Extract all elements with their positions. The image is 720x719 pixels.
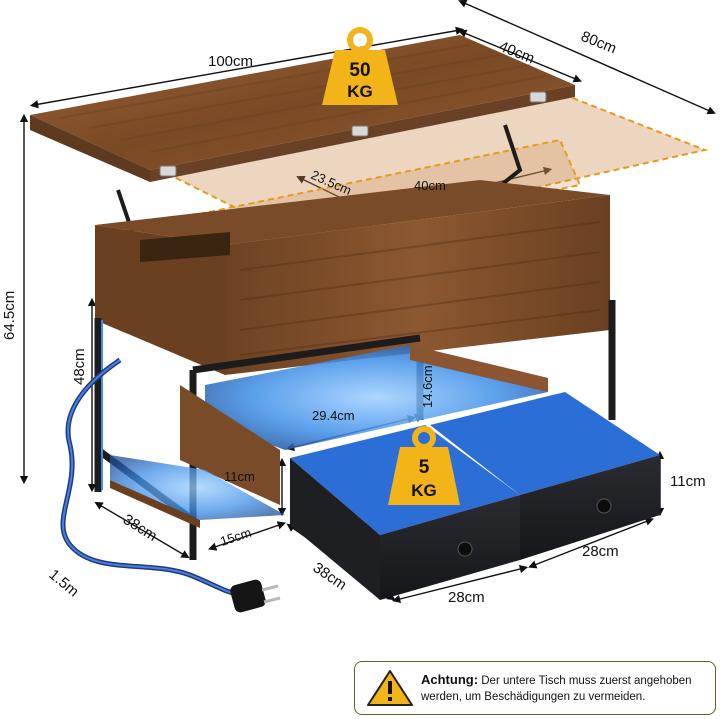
weight-badge-drawer: 5 KG	[388, 426, 460, 505]
dim-shelf-width: 29.4cm	[312, 408, 355, 423]
top-weight-value: 50	[349, 60, 370, 81]
power-plug	[230, 579, 281, 613]
dim-drawer-height-right: 11cm	[670, 473, 706, 490]
weight-badge-top: 50 KG	[322, 27, 398, 105]
dim-drawer-width-1: 28cm	[448, 589, 485, 606]
power-cable	[60, 357, 241, 598]
warning-text-block: Achtung: Der untere Tisch muss zuerst an…	[415, 672, 715, 705]
table-body	[95, 180, 610, 375]
dim-lift-top: 80cm	[579, 28, 619, 58]
dim-height-to-lift: 48cm	[71, 348, 88, 385]
lift-hinges	[159, 91, 547, 177]
warning-heading: Achtung:	[421, 671, 479, 687]
drawer-weight-unit: KG	[411, 481, 437, 500]
dim-width-top: 100cm	[208, 53, 253, 70]
dim-shelf-height: 14.6cm	[420, 365, 435, 408]
dim-compartment-width: 40cm	[414, 178, 446, 193]
dim-drawer-height-left: 11cm	[224, 469, 255, 484]
drawer-right	[430, 392, 660, 560]
dim-cable-length: 1.5m	[45, 566, 81, 600]
dim-lower-shelf-depth: 38cm	[120, 511, 160, 545]
warning-message: Der untere Tisch muss zuerst angehoben w…	[421, 674, 692, 703]
warning-icon	[367, 670, 413, 706]
warning-box: Achtung: Der untere Tisch muss zuerst an…	[354, 661, 716, 715]
dim-lower-shelf-edge: 15cm	[218, 525, 253, 549]
led-shelf	[110, 345, 548, 528]
drawer-weight-value: 5	[419, 457, 430, 478]
top-weight-unit: KG	[347, 82, 373, 101]
dim-total-height: 64.5cm	[1, 291, 18, 340]
dim-drawer-width-2: 28cm	[582, 543, 619, 560]
